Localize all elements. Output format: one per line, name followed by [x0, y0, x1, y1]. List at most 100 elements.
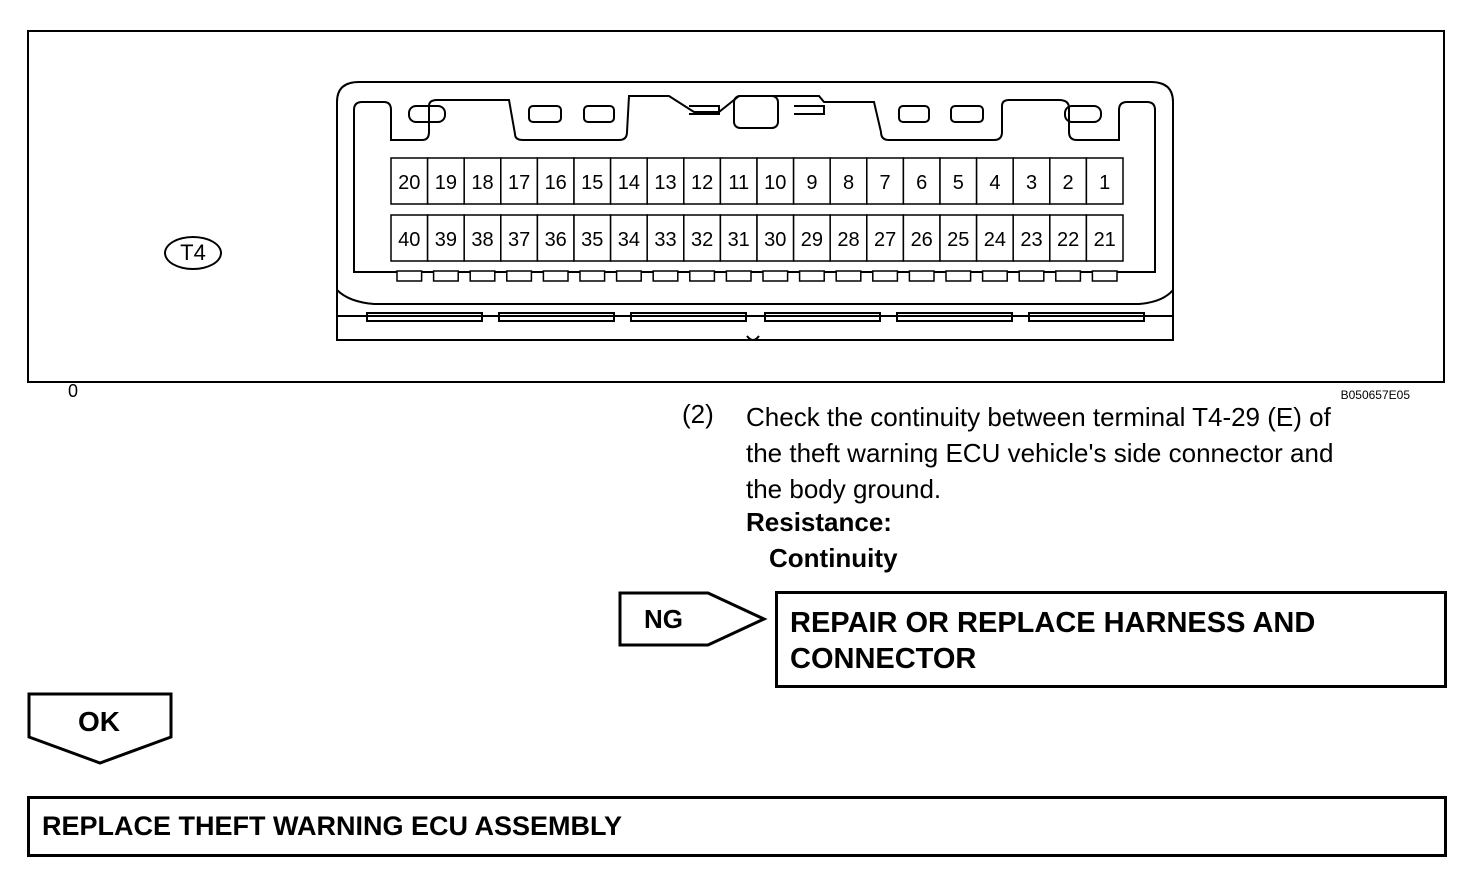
- pin-label-2: 2: [1063, 172, 1074, 194]
- pin-cell: [1012, 157, 1051, 205]
- pin-cell: [866, 157, 905, 205]
- pin-label-16: 16: [545, 172, 567, 194]
- pin-label-6: 6: [916, 172, 927, 194]
- pin-cell: [683, 214, 722, 262]
- pin-cell: [609, 157, 648, 205]
- pin-cell: [756, 214, 795, 262]
- pin-label-13: 13: [654, 172, 676, 194]
- pin-label-3: 3: [1026, 172, 1037, 194]
- ng-arrow-shape: [618, 591, 768, 647]
- pin-label-14: 14: [618, 172, 640, 194]
- figure-id: B050657E05: [1340, 388, 1410, 402]
- pin-label-23: 23: [1020, 229, 1042, 251]
- pin-cell: [1085, 157, 1124, 205]
- terminal-tab: [432, 270, 459, 282]
- spec-value: Continuity: [769, 543, 898, 573]
- pin-cell: [1049, 214, 1088, 262]
- terminal-tab: [981, 270, 1008, 282]
- pin-label-18: 18: [471, 172, 493, 194]
- spec-label: Resistance:: [746, 507, 892, 537]
- step-line: the body ground.: [746, 474, 942, 504]
- pin-label-36: 36: [545, 229, 567, 251]
- pin-label-22: 22: [1057, 229, 1079, 251]
- terminal-tab: [798, 270, 825, 282]
- terminal-tab: [1091, 270, 1118, 282]
- pin-label-30: 30: [764, 229, 786, 251]
- pin-label-10: 10: [764, 172, 786, 194]
- terminal-tab: [506, 270, 533, 282]
- pin-cell: [1012, 214, 1051, 262]
- terminal-tab: [872, 270, 899, 282]
- pin-cell: [866, 214, 905, 262]
- pin-cell: [390, 214, 429, 262]
- pin-cell: [1049, 157, 1088, 205]
- pin-label-29: 29: [801, 229, 823, 251]
- step-instruction: Check the continuity between terminal T4…: [746, 399, 1446, 507]
- pin-cell: [719, 214, 758, 262]
- pin-cell: [426, 157, 465, 205]
- pin-label-31: 31: [728, 229, 750, 251]
- pin-label-34: 34: [618, 229, 640, 251]
- terminal-tab: [396, 270, 423, 282]
- pin-label-37: 37: [508, 229, 530, 251]
- terminal-tab: [689, 270, 716, 282]
- pin-label-28: 28: [837, 229, 859, 251]
- pin-label-12: 12: [691, 172, 713, 194]
- pin-cell: [902, 157, 941, 205]
- pin-label-11: 11: [728, 172, 749, 194]
- terminal-tab: [652, 270, 679, 282]
- pin-cell: [939, 157, 978, 205]
- ng-result-box: REPAIR OR REPLACE HARNESS AND CONNECTOR: [775, 591, 1447, 688]
- ok-arrow-shape: [27, 692, 173, 765]
- terminal-tab: [1055, 270, 1082, 282]
- pin-label-17: 17: [508, 172, 530, 194]
- terminal-tab: [908, 270, 935, 282]
- pin-cell: [756, 157, 795, 205]
- pin-label-39: 39: [435, 229, 457, 251]
- step-line: the theft warning ECU vehicle's side con…: [746, 438, 1334, 468]
- pin-label-7: 7: [880, 172, 891, 194]
- pin-label-24: 24: [984, 229, 1006, 251]
- terminal-tab: [1018, 270, 1045, 282]
- pin-label-20: 20: [398, 172, 420, 194]
- pin-cell: [829, 157, 868, 205]
- pin-cell: [426, 214, 465, 262]
- pin-label-15: 15: [581, 172, 603, 194]
- pin-label-33: 33: [654, 229, 676, 251]
- pin-cell: [1085, 214, 1124, 262]
- pin-label-40: 40: [398, 229, 420, 251]
- pin-cell: [500, 214, 539, 262]
- corner-mark: 0: [68, 381, 79, 401]
- pin-label-25: 25: [947, 229, 969, 251]
- pin-label-35: 35: [581, 229, 603, 251]
- pin-cell: [792, 214, 831, 262]
- pin-label-27: 27: [874, 229, 896, 251]
- pin-label-32: 32: [691, 229, 713, 251]
- pin-cell: [500, 157, 539, 205]
- terminal-tab: [542, 270, 569, 282]
- step-line: Check the continuity between terminal T4…: [746, 402, 1331, 432]
- pin-cell: [646, 157, 685, 205]
- pin-cell: [829, 214, 868, 262]
- ng-result-line: CONNECTOR: [790, 643, 977, 675]
- pin-cell: [683, 157, 722, 205]
- step-number: (2): [682, 399, 714, 429]
- ok-tag: OK: [78, 706, 120, 737]
- pin-label-1: 1: [1099, 172, 1110, 194]
- pin-label-19: 19: [435, 172, 457, 194]
- terminal-tab: [579, 270, 606, 282]
- connector-label-t4: T4: [164, 236, 222, 270]
- ok-result-box: REPLACE THEFT WARNING ECU ASSEMBLY: [27, 796, 1447, 857]
- pin-label-38: 38: [471, 229, 493, 251]
- terminal-tab: [835, 270, 862, 282]
- pin-cell: [463, 214, 502, 262]
- pin-label-5: 5: [953, 172, 964, 194]
- terminal-tab: [615, 270, 642, 282]
- terminal-tab: [469, 270, 496, 282]
- ng-result-line: REPAIR OR REPLACE HARNESS AND: [790, 607, 1316, 639]
- terminal-tab: [945, 270, 972, 282]
- terminal-tab: [725, 270, 752, 282]
